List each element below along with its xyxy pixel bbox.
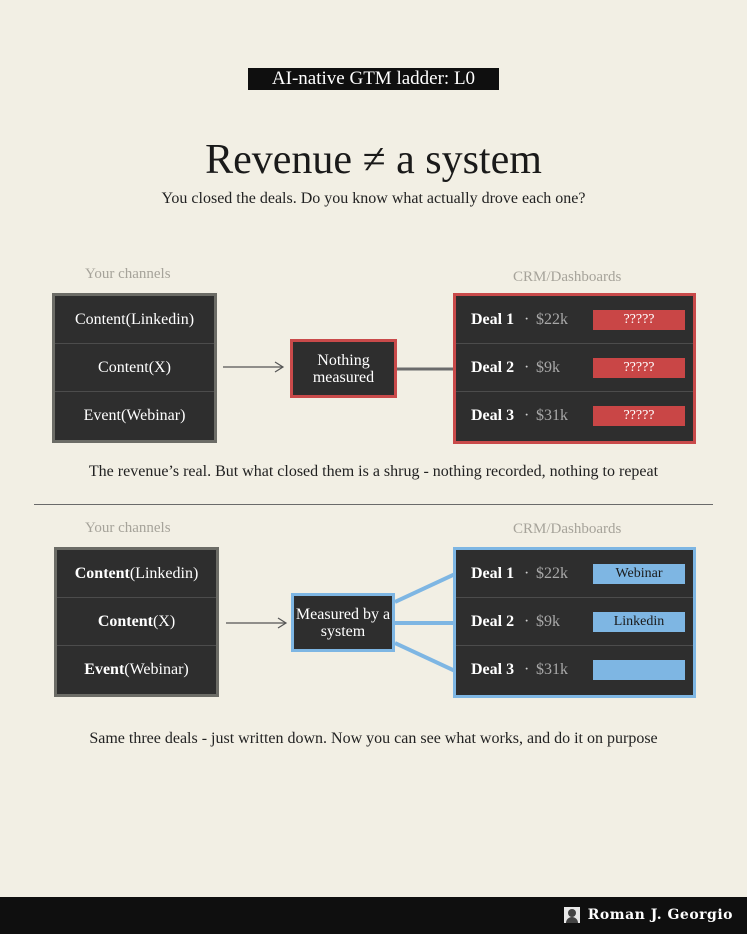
deal-attribution-tag: ????? (593, 406, 685, 426)
channel-name: Content (97, 612, 153, 630)
deal-row: Deal 3 · $31k (456, 646, 693, 694)
deal-amount: $31k (536, 407, 568, 424)
channel-detail: (Webinar) (120, 407, 186, 424)
deal-name: Deal 2 (471, 359, 515, 376)
channel-row: Content (X) (57, 598, 216, 646)
connector-line (397, 367, 454, 371)
arrow-right-icon (223, 361, 285, 373)
deal-separator: · (524, 565, 530, 582)
channel-row: Content (Linkedin) (55, 296, 214, 344)
channel-name: Content (98, 358, 149, 376)
deal-name: Deal 2 (471, 613, 515, 630)
deal-separator: · (524, 311, 530, 328)
deal-separator: · (524, 359, 530, 376)
deal-row: Deal 2 · $9k Linkedin (456, 598, 693, 646)
page-title: Revenue ≠ a system (205, 137, 542, 183)
channel-name: Content (74, 564, 130, 582)
deal-name: Deal 3 (471, 407, 515, 424)
channel-detail: (Linkedin) (125, 310, 195, 328)
channel-row: Event (Webinar) (57, 646, 216, 694)
channel-row: Event (Webinar) (55, 392, 214, 440)
channel-row: Content (Linkedin) (57, 550, 216, 598)
channels-panel: Content (Linkedin) Content (X) Event (We… (54, 547, 219, 697)
crm-label: CRM/Dashboards (513, 269, 622, 285)
deal-row: Deal 1 · $22k Webinar (456, 550, 693, 598)
channels-label: Your channels (85, 520, 171, 536)
deal-name: Deal 3 (471, 661, 515, 678)
section2-caption: Same three deals - just written down. No… (89, 730, 658, 747)
person-avatar-icon (563, 907, 580, 923)
channel-detail: (Webinar) (124, 661, 189, 678)
ladder-badge: AI-native GTM ladder: L0 (248, 68, 499, 90)
deal-attribution-tag: ????? (593, 358, 685, 378)
channel-detail: (X) (148, 358, 171, 376)
channel-name: Event (83, 407, 121, 424)
channel-row: Content (X) (55, 344, 214, 392)
deal-attribution-tag: Linkedin (593, 612, 685, 632)
deal-separator: · (524, 407, 530, 424)
measured-by-system-box: Measured by a system (291, 593, 395, 652)
deal-separator: · (524, 661, 530, 678)
deal-amount: $31k (536, 661, 568, 678)
deal-attribution-tag: Webinar (593, 564, 685, 584)
deal-attribution-tag: ????? (593, 310, 685, 330)
channels-label: Your channels (85, 266, 171, 282)
connector-fan (395, 572, 455, 673)
deal-name: Deal 1 (471, 311, 515, 328)
deal-row: Deal 3 · $31k ????? (456, 392, 693, 440)
section-divider (34, 504, 713, 505)
deal-name: Deal 1 (471, 565, 515, 582)
deal-row: Deal 1 · $22k ????? (456, 296, 693, 344)
channel-name: Content (74, 310, 126, 328)
page-subtitle: You closed the deals. Do you know what a… (161, 190, 586, 207)
deal-amount: $9k (536, 613, 560, 630)
deal-row: Deal 2 · $9k ????? (456, 344, 693, 392)
deal-separator: · (524, 613, 530, 630)
deal-amount: $22k (536, 311, 568, 328)
nothing-measured-box: Nothing measured (290, 339, 397, 398)
deals-panel: Deal 1 · $22k Webinar Deal 2 · $9k Linke… (453, 547, 696, 698)
deal-attribution-tag (593, 660, 685, 680)
footer-bar: Roman J. Georgio (0, 897, 747, 934)
channel-detail: (X) (152, 612, 176, 630)
section1-caption: The revenue’s real. But what closed them… (88, 463, 659, 480)
author-credit: Roman J. Georgio (563, 907, 733, 923)
crm-label: CRM/Dashboards (513, 521, 622, 537)
deal-amount: $22k (536, 565, 568, 582)
author-name: Roman J. Georgio (587, 907, 733, 923)
arrow-right-icon (226, 617, 288, 629)
channel-name: Event (84, 661, 125, 678)
channel-detail: (Linkedin) (129, 564, 199, 582)
deal-amount: $9k (536, 359, 560, 376)
deals-panel: Deal 1 · $22k ????? Deal 2 · $9k ????? D… (453, 293, 696, 444)
channels-panel: Content (Linkedin) Content (X) Event (We… (52, 293, 217, 443)
